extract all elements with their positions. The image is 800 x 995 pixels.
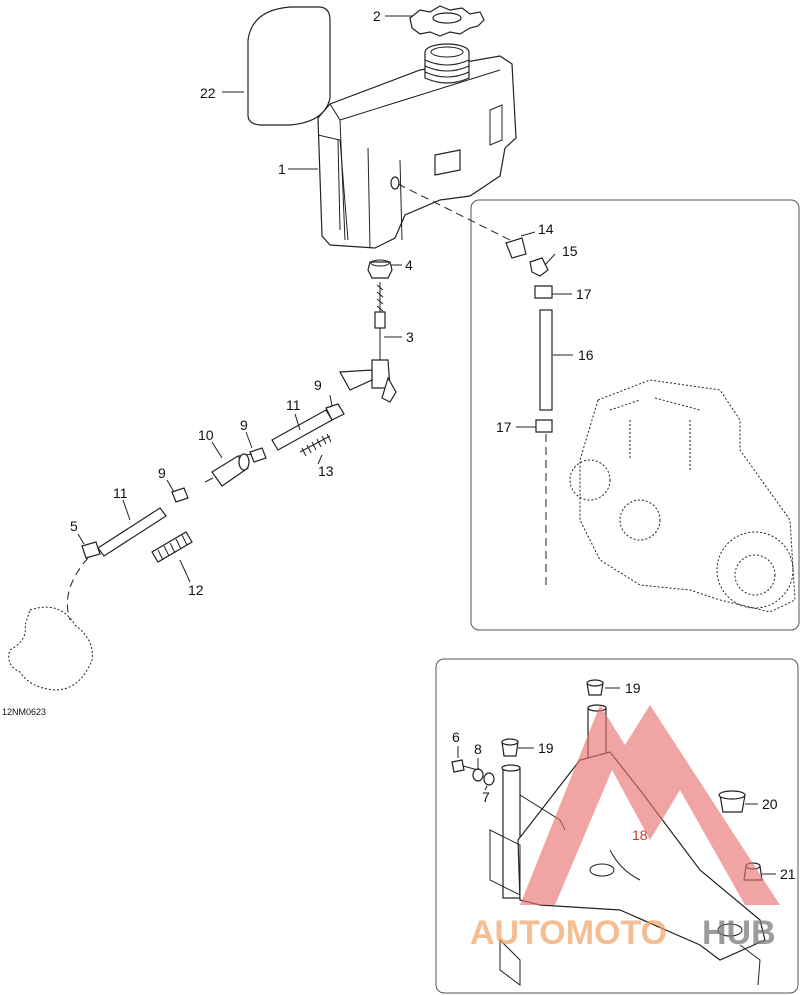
watermark-logo: AUTOMOTO HUB <box>470 705 780 952</box>
grommet-19-middle <box>501 738 519 757</box>
decal-22 <box>247 6 331 126</box>
callout-6: 6 <box>452 729 460 745</box>
engine-inset-frame <box>470 199 800 631</box>
callout-15: 15 <box>562 243 578 259</box>
callout-22: 22 <box>200 85 216 101</box>
grommet-20 <box>718 790 746 813</box>
callout-10: 10 <box>198 427 214 443</box>
clamp-9-left <box>171 487 189 503</box>
callout-12: 12 <box>188 582 204 598</box>
fuel-pickup-3 <box>339 282 397 403</box>
callout-9-middle: 9 <box>240 417 248 433</box>
washer-8 <box>472 768 484 782</box>
bracket-inset-frame <box>435 658 799 994</box>
callout-13: 13 <box>318 463 334 479</box>
hose-11-lower <box>97 507 167 557</box>
callout-19-middle: 19 <box>538 740 554 756</box>
callout-16: 16 <box>578 347 594 363</box>
callout-1: 1 <box>278 161 286 177</box>
hose-16 <box>539 309 553 411</box>
washer-7 <box>483 772 495 786</box>
fuel-cap-2 <box>409 5 485 37</box>
callout-8: 8 <box>474 741 482 757</box>
callout-21: 21 <box>780 866 796 882</box>
callout-17-bottom: 17 <box>496 419 512 435</box>
grommet-19-top <box>586 679 604 696</box>
vent-line-dashed <box>397 183 511 241</box>
callout-9-right: 9 <box>314 377 322 393</box>
callout-7: 7 <box>482 789 490 805</box>
spring-13 <box>299 433 332 457</box>
fuel-filter-10 <box>204 453 253 487</box>
callout-5: 5 <box>70 518 78 534</box>
watermark-text-b: HUB <box>702 914 776 952</box>
clamp-5 <box>81 541 101 559</box>
callout-19-top: 19 <box>625 680 641 696</box>
grommet-4 <box>367 259 393 279</box>
elbow-15 <box>529 257 549 277</box>
callout-14: 14 <box>538 221 554 237</box>
callout-9-left: 9 <box>158 465 166 481</box>
engine <box>569 379 796 613</box>
clamp-9-middle <box>249 447 267 463</box>
clamp-17-top <box>534 285 553 299</box>
figure-code: 12NM0623 <box>2 707 46 717</box>
callout-18: 18 <box>632 827 648 843</box>
fuel-line-dashed <box>66 557 89 621</box>
clamp-17-bottom <box>535 419 553 433</box>
grommet-14 <box>505 237 527 259</box>
callout-11-upper: 11 <box>286 397 301 413</box>
engine-partial-left <box>8 606 93 691</box>
callout-11-lower: 11 <box>113 485 128 501</box>
callout-20: 20 <box>762 796 778 812</box>
callout-17-top: 17 <box>576 286 592 302</box>
sleeve-12 <box>151 531 193 563</box>
watermark-text-a: AUTOMOTO <box>470 914 667 952</box>
callout-2: 2 <box>373 8 381 24</box>
leader-lines <box>77 15 776 875</box>
bolt-6 <box>451 759 479 773</box>
callout-4: 4 <box>405 257 413 273</box>
hose-11-upper <box>271 409 333 451</box>
fuel-tank-1 <box>317 43 517 249</box>
callout-3: 3 <box>406 329 414 345</box>
